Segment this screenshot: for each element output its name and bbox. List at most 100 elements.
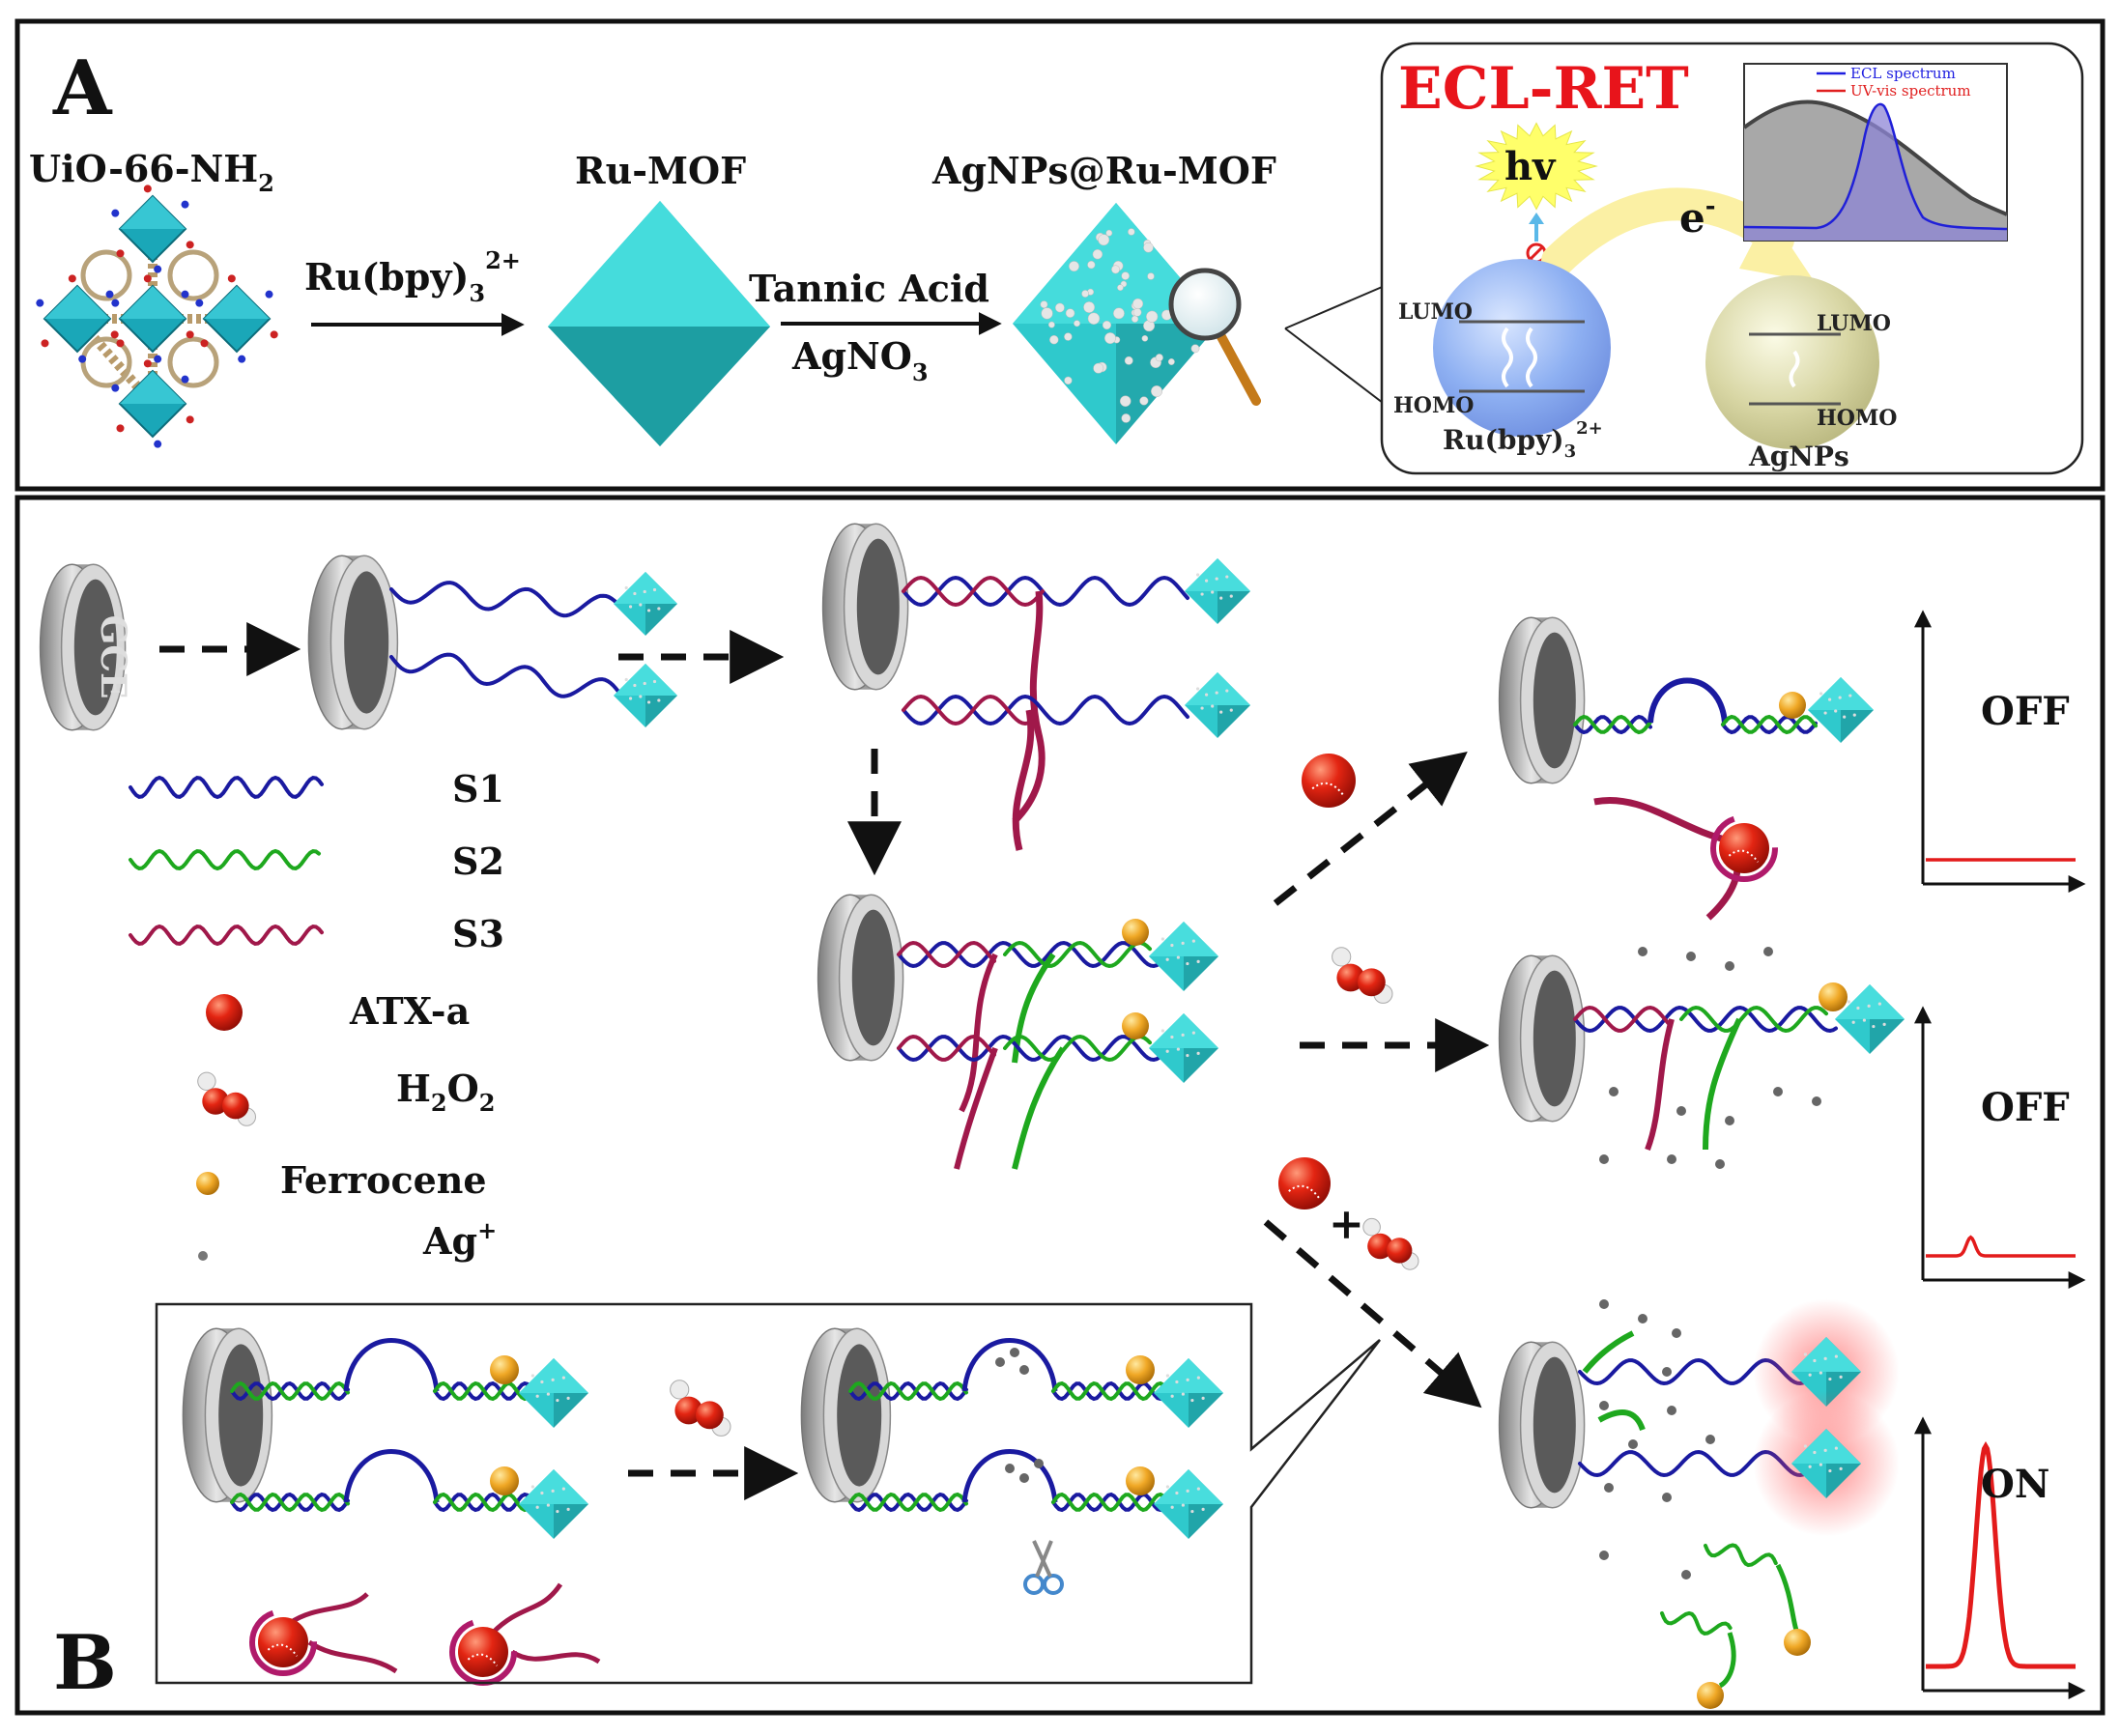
legend-s3-label: S3 bbox=[452, 912, 504, 955]
aptamer-wrap bbox=[1710, 814, 1778, 882]
gce-electrode bbox=[182, 1327, 273, 1503]
panel-a: A UiO-66-NH2 Ru(bpy)32+ Ru-MOF Tannic Ac… bbox=[14, 18, 2106, 492]
gce-label: GCE bbox=[93, 615, 133, 699]
ferrocene-icon bbox=[490, 1355, 519, 1384]
ag-nanoparticle bbox=[1143, 242, 1154, 253]
ag-ion-icon bbox=[1705, 1435, 1715, 1444]
ag-nanoparticle bbox=[1128, 228, 1135, 236]
ag-ion-icon bbox=[1715, 1159, 1725, 1169]
gce-electrode bbox=[1498, 954, 1586, 1123]
scissors-icon bbox=[1023, 1540, 1064, 1595]
ag-nanoparticle bbox=[1087, 260, 1096, 270]
atom bbox=[143, 274, 152, 283]
gce-electrode bbox=[821, 523, 909, 691]
donor-name-label: Ru(bpy)32+ bbox=[1443, 418, 1603, 462]
legend-uv: UV-vis spectrum bbox=[1850, 82, 1971, 100]
s1-hairpin-loop bbox=[961, 1338, 1058, 1392]
ferrocene-icon bbox=[1779, 692, 1806, 719]
s3-released bbox=[491, 1582, 601, 1665]
ru-mof-tag bbox=[1154, 1358, 1223, 1428]
s3-tail bbox=[1012, 590, 1046, 824]
ferrocene-icon bbox=[490, 1466, 519, 1495]
atom bbox=[181, 200, 189, 209]
ag-nanoparticle bbox=[1132, 307, 1142, 317]
step1-reagent: Ru(bpy)32+ bbox=[304, 246, 521, 307]
ag-nanoparticle bbox=[1119, 395, 1132, 408]
atom bbox=[154, 355, 162, 363]
h2o2-icon bbox=[670, 1380, 731, 1437]
ru-mof-tag bbox=[1835, 984, 1905, 1054]
inset-callout-box bbox=[155, 1302, 1381, 1685]
ag-nanoparticle bbox=[1113, 307, 1125, 320]
ag-ion-icon bbox=[1599, 1401, 1609, 1410]
hv-label: hv bbox=[1504, 144, 1557, 189]
linker-ring bbox=[167, 249, 219, 301]
ag-nanoparticle bbox=[1155, 354, 1163, 362]
ag-nanoparticle bbox=[1151, 385, 1163, 398]
panel-a-letter: A bbox=[52, 44, 113, 132]
aptamer-wrap bbox=[249, 1608, 317, 1676]
atx-a-icon bbox=[1719, 823, 1769, 873]
ag-ion-icon bbox=[1005, 1464, 1015, 1473]
ag-nanoparticle bbox=[1069, 261, 1079, 272]
atom bbox=[181, 375, 189, 384]
atom bbox=[116, 424, 125, 433]
linker-ring bbox=[80, 249, 132, 301]
ru-mof-tag bbox=[1149, 1013, 1218, 1083]
ag-ion-icon bbox=[1667, 1406, 1676, 1415]
atom bbox=[111, 209, 120, 217]
ag-nanoparticle bbox=[1167, 358, 1175, 365]
ag-ion-icon bbox=[1662, 1367, 1672, 1377]
uio-66-nh2-framework bbox=[36, 185, 278, 448]
atom bbox=[116, 249, 125, 258]
ag-ion-icon bbox=[995, 1357, 1005, 1367]
atom bbox=[78, 355, 87, 363]
electrode-assemblies bbox=[182, 523, 1905, 1709]
ag-nanoparticle bbox=[1190, 344, 1200, 354]
legend-ferrocene-icon bbox=[196, 1172, 219, 1195]
ag-nanoparticle bbox=[1141, 334, 1149, 342]
arrow-atx-only bbox=[1273, 752, 1468, 906]
ru-mof-tag bbox=[1753, 1390, 1900, 1537]
ag-nanoparticle bbox=[1087, 312, 1101, 325]
s2-tail bbox=[1012, 1046, 1066, 1170]
ag-nanoparticle bbox=[1041, 307, 1053, 320]
linker-ring bbox=[167, 336, 219, 388]
ag-nanoparticle bbox=[1081, 290, 1090, 298]
ru-mof-tag bbox=[614, 664, 677, 727]
s3-tail bbox=[1012, 709, 1035, 851]
ag-ion-icon bbox=[1638, 947, 1647, 956]
ferrocene-icon bbox=[1122, 919, 1149, 946]
ferrocene-icon bbox=[1126, 1466, 1155, 1495]
ag-ion-icon bbox=[1609, 1087, 1619, 1096]
signal-trace bbox=[1926, 1440, 2076, 1669]
ag-nanoparticle bbox=[1098, 234, 1110, 246]
s1-hairpin-loop bbox=[343, 1338, 440, 1392]
atom bbox=[143, 185, 152, 193]
s2-fragment bbox=[1597, 1409, 1646, 1432]
atom bbox=[265, 290, 273, 299]
ag-nanoparticle bbox=[1054, 302, 1065, 313]
gce-electrode bbox=[39, 563, 127, 731]
ag-nanoparticle bbox=[1131, 315, 1139, 323]
atom bbox=[41, 339, 49, 348]
ag-ion-icon bbox=[1725, 1116, 1734, 1125]
legend: S1 S2 S3 ATX-a H2O2 Ferrocene Ag+ bbox=[129, 767, 504, 1263]
legend-atx-label: ATX-a bbox=[349, 989, 470, 1033]
ag-ion-icon bbox=[1599, 1551, 1609, 1560]
ag-nanoparticle bbox=[1102, 320, 1112, 330]
ag-nanoparticle bbox=[1047, 321, 1055, 328]
ag-ion-icon bbox=[1676, 1106, 1686, 1116]
atom bbox=[227, 274, 236, 283]
h2o2-icon bbox=[1362, 1217, 1419, 1270]
ag-nanoparticle bbox=[1132, 298, 1144, 309]
atom bbox=[186, 330, 194, 339]
ag-nanoparticle bbox=[1146, 310, 1159, 323]
s2-tail bbox=[1703, 1017, 1742, 1151]
ru-mof-octahedron bbox=[548, 201, 770, 446]
ag-ion-icon bbox=[1034, 1459, 1044, 1468]
atom bbox=[110, 330, 119, 339]
gce-electrode bbox=[1498, 1341, 1586, 1509]
atom bbox=[68, 274, 76, 283]
s1-hairpin-loop bbox=[961, 1449, 1058, 1503]
